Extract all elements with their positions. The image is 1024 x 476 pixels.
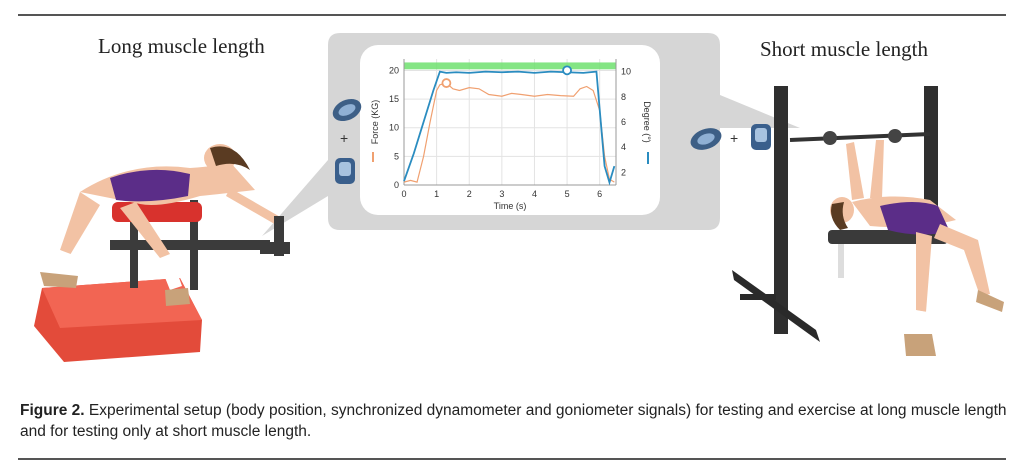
y-right-tick-label: 2 xyxy=(621,167,626,177)
short-length-setup-illustration xyxy=(732,86,1004,356)
goniometer-icon-right xyxy=(751,124,771,150)
long-length-setup-illustration xyxy=(34,144,290,362)
dynamometer-icon-right xyxy=(690,128,722,150)
y-right-axis-label: Degree (°) xyxy=(642,101,652,143)
bottom-rule xyxy=(18,458,1006,460)
caption-label: Figure 2. xyxy=(20,402,85,419)
degree-series-line xyxy=(403,70,616,186)
x-tick-label: 1 xyxy=(434,189,439,199)
rack-post-right xyxy=(924,86,938,236)
x-tick-label: 5 xyxy=(565,189,570,199)
y-right-tick-label: 8 xyxy=(621,92,626,102)
x-axis-label: Time (s) xyxy=(494,201,527,211)
caption-text: Experimental setup (body position, synch… xyxy=(20,402,1007,440)
x-tick-label: 4 xyxy=(532,189,537,199)
goniometer-icon xyxy=(335,158,355,184)
x-tick-label: 3 xyxy=(499,189,504,199)
figure-caption: Figure 2. Experimental setup (body posit… xyxy=(20,400,1010,442)
y-right-tick-label: 6 xyxy=(621,117,626,127)
y-left-tick-label: 5 xyxy=(394,151,399,161)
dynamometer-icon xyxy=(332,98,362,122)
top-rule xyxy=(18,14,1006,16)
force-peak-marker xyxy=(441,78,452,88)
degree-marker xyxy=(562,65,572,76)
y-left-tick-label: 10 xyxy=(389,123,399,133)
x-tick-label: 6 xyxy=(597,189,602,199)
target-band xyxy=(404,62,616,70)
y-right-tick-label: 10 xyxy=(621,67,631,77)
rack-post-left xyxy=(774,86,788,334)
short-muscle-title: Short muscle length xyxy=(760,37,928,61)
x-tick-label: 2 xyxy=(467,189,472,199)
plus-sign-right: + xyxy=(730,130,739,146)
long-muscle-title: Long muscle length xyxy=(98,34,265,58)
y-right-tick-label: 4 xyxy=(621,142,626,152)
y-left-axis-label: Force (KG) xyxy=(370,100,380,145)
force-series-line xyxy=(403,82,615,183)
plus-sign-left: + xyxy=(340,130,349,146)
y-left-tick-label: 0 xyxy=(394,180,399,190)
y-left-tick-label: 15 xyxy=(389,94,399,104)
x-tick-label: 0 xyxy=(401,189,406,199)
y-left-tick-label: 20 xyxy=(389,65,399,75)
